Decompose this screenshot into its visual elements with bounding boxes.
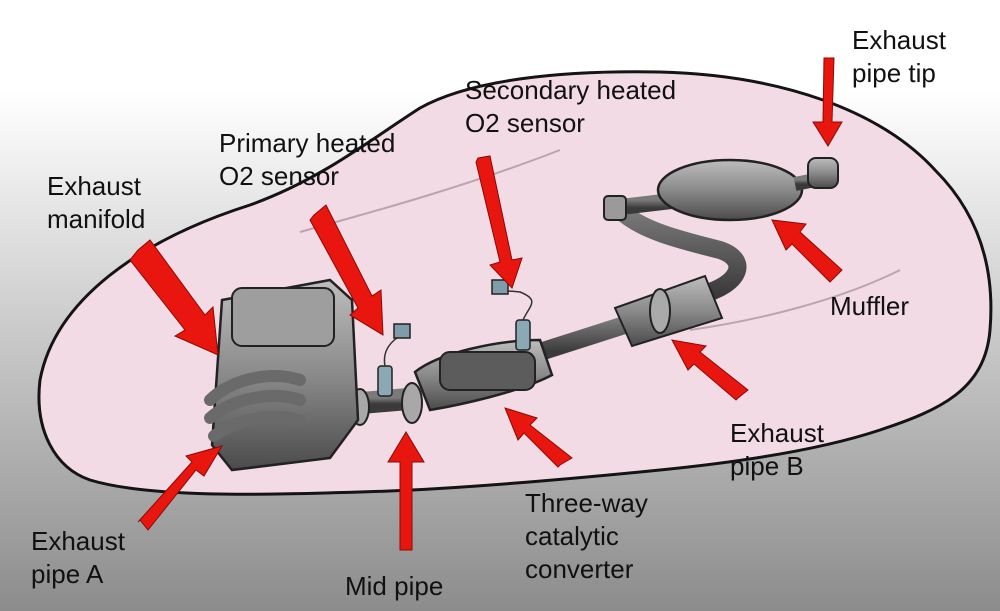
label-muffler: Muffler [830,290,909,323]
label-mid-pipe: Mid pipe [345,570,443,603]
secondary-o2-sensor-plug [491,279,509,295]
arrow-catalytic-converter [504,407,573,468]
pipe-b-ring [649,288,671,334]
label-line: O2 sensor [465,108,585,138]
label-exhaust-pipe-tip: Exhaust pipe tip [852,24,946,90]
mid-pipe-flange [401,382,423,424]
muffler-shape [656,158,804,222]
rear-pipe-shape [613,203,747,304]
label-line: O2 sensor [219,161,339,191]
hanger-clamp [603,195,627,221]
label-line: Exhaust [47,171,141,201]
primary-o2-sensor-shape [377,365,393,397]
label-line: pipe A [31,559,104,589]
label-line: Mid pipe [345,571,444,601]
secondary-o2-sensor-shape [515,319,531,351]
arrow-exhaust-pipe-tip [812,57,843,147]
label-line: Secondary heated [465,75,677,105]
label-line: Exhaust [852,25,946,55]
arrow-exhaust-pipe-b [671,339,749,401]
label-exhaust-manifold: Exhaust manifold [47,170,145,236]
exhaust-tip-shape [807,157,839,189]
arrow-exhaust-pipe-a [137,445,224,531]
label-secondary-o2-sensor: Secondary heated O2 sensor [465,74,676,140]
arrow-mid-pipe [387,431,425,551]
arrow-exhaust-manifold [129,239,219,356]
manifold-runners [204,370,306,442]
arrow-primary-o2-sensor [309,204,384,336]
label-line: catalytic [525,521,619,551]
arrows [129,57,843,551]
arrow-secondary-o2-sensor [475,155,523,289]
label-line: Muffler [830,291,909,321]
catalytic-heatshield [439,351,536,391]
exhaust-system [204,157,839,472]
primary-o2-sensor-plug [393,323,411,339]
label-line: converter [525,554,634,584]
label-line: Three-way [525,488,648,518]
label-exhaust-pipe-b: Exhaust pipe B [730,417,824,483]
car-door-line [689,269,901,331]
label-line: pipe B [730,451,804,481]
label-line: Primary heated [219,128,396,158]
label-three-way-catalytic-converter: Three-way catalytic converter [525,487,648,586]
label-primary-o2-sensor: Primary heated O2 sensor [219,127,395,193]
label-line: Exhaust [31,526,125,556]
label-line: pipe tip [852,58,936,88]
label-exhaust-pipe-a: Exhaust pipe A [31,525,125,591]
arrow-muffler [771,219,843,283]
label-line: Exhaust [730,418,824,448]
engine-cover [231,287,335,347]
label-line: manifold [47,204,146,234]
